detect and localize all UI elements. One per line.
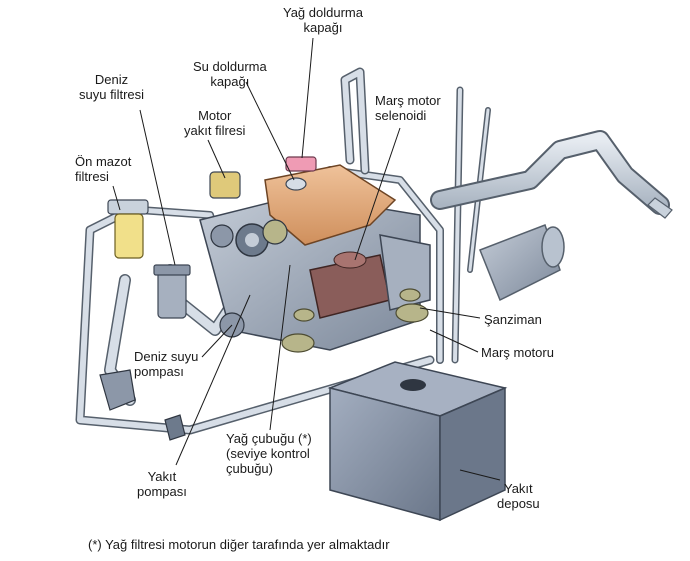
label-sea-water-pump: Deniz suyu pompası <box>134 349 199 379</box>
water-filler-cap <box>285 177 307 191</box>
pre-fuel-filter <box>114 213 144 259</box>
label-engine-fuel-filter: Motor yakıt filresi <box>184 108 246 138</box>
label-fuel-pump: Yakıt pompası <box>137 469 187 499</box>
oil-filler-cap <box>285 156 317 172</box>
seacock <box>99 369 136 411</box>
footnote: (*) Yağ filtresi motorun diğer tarafında… <box>88 537 390 552</box>
engine-fuel-filter <box>209 171 241 199</box>
label-water-filler-cap: Su doldurma kapağı <box>193 59 267 89</box>
label-oil-filler-cap: Yağ doldurma kapağı <box>283 5 363 35</box>
muffler <box>479 224 561 302</box>
pre-fuel-filter-head <box>107 199 149 215</box>
engine-mounts <box>281 288 429 353</box>
sea-water-filter <box>157 269 187 319</box>
leader-lines <box>112 37 501 481</box>
label-sea-water-filter: Deniz suyu filtresi <box>79 72 145 102</box>
fuel-tank-cap <box>400 379 426 391</box>
label-fuel-tank: Yakıt deposu <box>497 481 540 511</box>
alternator-pulley <box>210 224 234 248</box>
exhaust-tip <box>647 197 673 219</box>
label-starter-solenoid: Marş motor selenoidi <box>375 93 441 123</box>
fuel-tank-side <box>439 386 506 522</box>
label-starter-motor: Marş motoru <box>481 345 554 360</box>
timing-gear <box>262 219 288 245</box>
fuel-valve <box>164 414 186 441</box>
label-pre-fuel-filter: Ön mazot filtresi <box>75 154 132 184</box>
label-gearbox: Şanziman <box>484 312 542 327</box>
label-oil-dipstick: Yağ çubuğu (*) (seviye kontrol çubuğu) <box>226 431 312 476</box>
muffler-end <box>541 226 565 268</box>
